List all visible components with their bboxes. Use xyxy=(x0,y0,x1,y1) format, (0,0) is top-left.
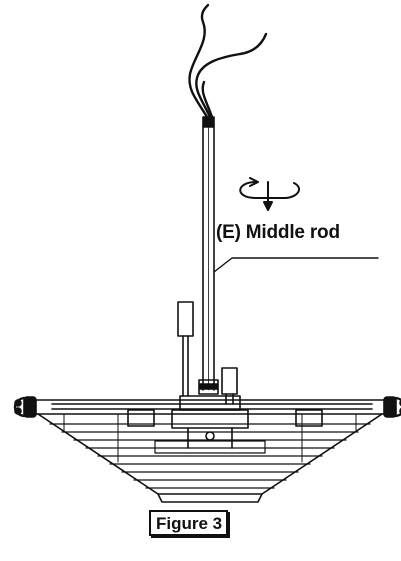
outer-ring xyxy=(13,396,401,418)
left-accessory xyxy=(177,301,194,397)
fixture-arms xyxy=(51,403,373,427)
figure-caption: Figure 3 xyxy=(149,510,229,536)
bowl-body xyxy=(37,413,383,503)
middle-rod xyxy=(202,116,215,391)
power-wires xyxy=(188,3,268,119)
callout-leader-line xyxy=(213,257,379,273)
callout-label: (E) Middle rod xyxy=(216,222,340,243)
right-accessory xyxy=(221,367,238,405)
central-hub xyxy=(154,379,266,454)
rotate-arrow-icon xyxy=(239,177,301,211)
